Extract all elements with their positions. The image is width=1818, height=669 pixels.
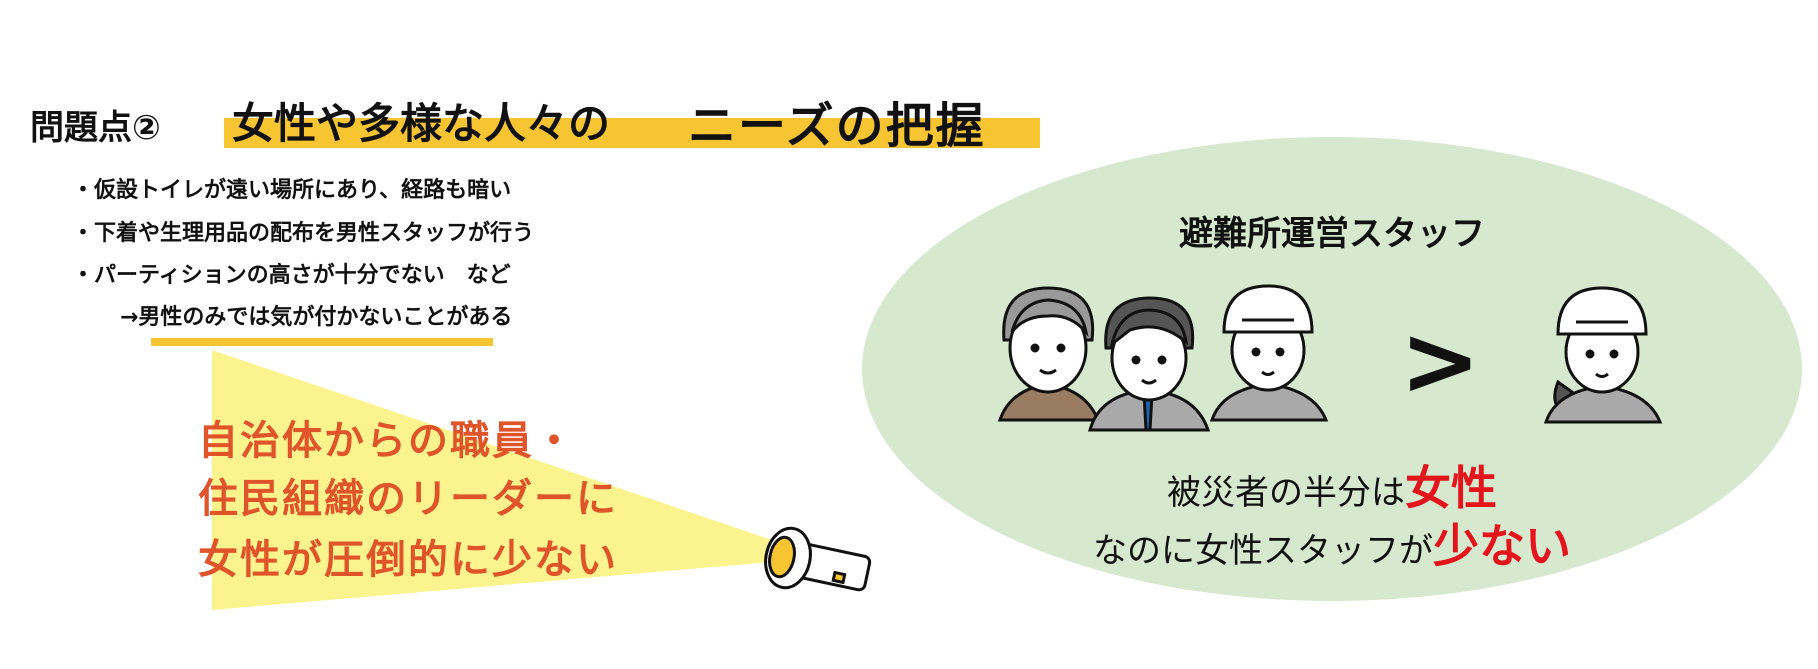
staff-illustration [997,284,1663,432]
female-worker-icon [1543,286,1663,424]
conclusion-line: →男性のみでは気が付かないことがある [120,305,513,330]
businessman-icon [1088,296,1211,432]
bullet-item: ・仮設トイレが遠い場所にあり、経路も暗い [72,178,512,203]
spotlight-line: 自治体からの職員・ [198,418,576,464]
greater-than-sign: > [1400,305,1481,417]
spotlight-line: 女性が圧倒的に少ない [198,537,618,583]
problem-label: 問題点② [30,108,161,148]
staff-title: 避難所運営スタッフ [1179,214,1485,254]
conclusion-underline [151,338,493,346]
highlight-women: 女性 [1405,461,1497,515]
helmet-worker-icon [1209,284,1329,422]
bullet-item: ・パーティションの高さが十分でない など [72,263,511,288]
bullet-item: ・下着や生理用品の配布を男性スタッフが行う [72,221,535,246]
message-line-1: 被災者の半分は女性 [862,452,1802,518]
title-highlight-band [224,118,1040,148]
spotlight-line: 住民組織のリーダーに [198,476,618,522]
message-text: なのに女性スタッフが [1093,531,1433,571]
message-text: 被災者の半分は [1167,473,1405,513]
older-man-icon [997,286,1101,422]
message-line-2: なのに女性スタッフが少ない [862,510,1802,576]
flashlight-icon [764,526,872,592]
title-part-1: 女性や多様な人々の [232,99,611,148]
title-part-2: ニーズの把握 [688,98,986,154]
highlight-few: 少ない [1433,519,1571,573]
